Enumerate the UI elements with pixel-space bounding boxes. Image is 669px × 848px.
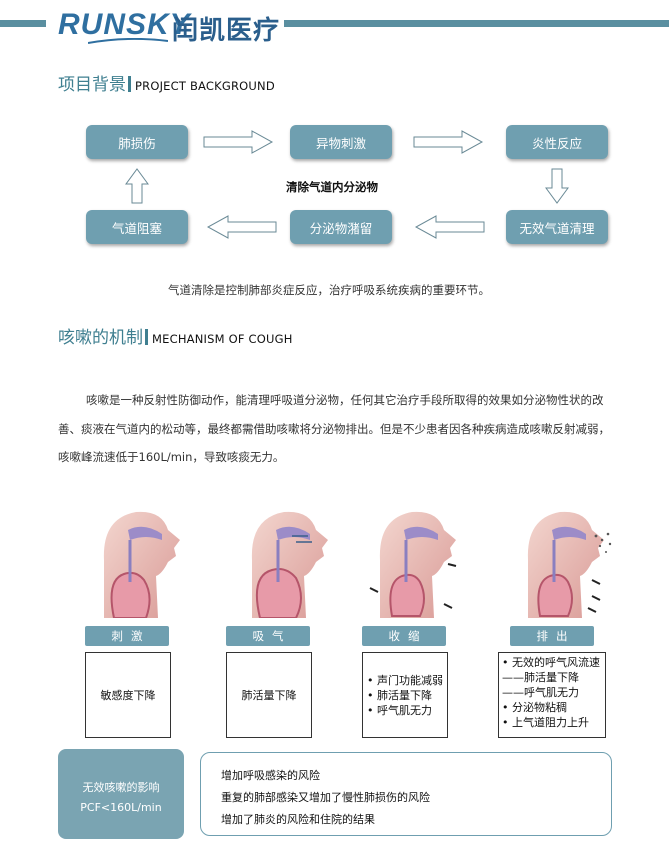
section-title-background: 项目背景 PROJECT BACKGROUND <box>58 70 275 95</box>
flow-center-text: 清除气道内分泌物 <box>286 180 378 194</box>
arrow-down-icon <box>545 168 569 204</box>
stage-item: • 无效的呼气风流速 <box>502 656 600 669</box>
stage-item: • 上气道阻力上升 <box>502 716 589 729</box>
stage-contract-image <box>369 511 457 618</box>
stage-inhale-image <box>251 511 328 618</box>
stage-box-inhale: 肺活量下降 <box>226 652 312 738</box>
flow-box-inflammation: 炎性反应 <box>506 125 608 159</box>
stage-item: ——肺活量下降 <box>502 671 579 684</box>
stage-item: • 肺活量下降 <box>367 688 432 702</box>
logo-swoosh-icon <box>88 38 168 44</box>
section-title-cough: 咳嗽的机制 MECHANISM OF COUGH <box>58 323 293 348</box>
stage-label-stimulus: 刺激 <box>85 626 169 646</box>
section-title-cn: 咳嗽的机制 <box>58 328 143 348</box>
flow-box-lung-injury: 肺损伤 <box>86 125 188 159</box>
stage-expel-image <box>527 511 612 618</box>
impact-item: 增加了肺炎的风险和住院的结果 <box>221 813 375 826</box>
stage-label-inhale: 吸气 <box>226 626 310 646</box>
stage-item: ——呼气肌无力 <box>502 686 579 699</box>
arrow-left-icon <box>414 215 485 239</box>
arrow-right-icon <box>413 130 484 154</box>
stage-label-expel: 排出 <box>510 626 594 646</box>
section-title-en: PROJECT BACKGROUND <box>135 79 275 93</box>
impact-summary-box: 无效咳嗽的影响 PCF<160L/min <box>58 749 184 839</box>
flow-box-airway-obstruction: 气道阻塞 <box>86 210 188 244</box>
impact-list-box: 增加呼吸感染的风险 重复的肺部感染又增加了慢性肺损伤的风险 增加了肺炎的风险和住… <box>200 752 612 836</box>
cough-paragraph: 咳嗽是一种反射性防御动作，能清理呼吸道分泌物，任何其它治疗手段所取得的效果如分泌… <box>58 393 610 464</box>
stage-box-stimulus: 敏感度下降 <box>85 652 171 738</box>
stage-stimulus-image <box>103 511 180 618</box>
flow-box-foreign-stimulus: 异物刺激 <box>290 125 392 159</box>
logo-en: RUNSKY <box>58 8 191 41</box>
header-bar-right <box>284 20 669 27</box>
stage-item: 肺活量下降 <box>241 689 297 702</box>
stage-item: 敏感度下降 <box>100 689 156 702</box>
section-title-en: MECHANISM OF COUGH <box>152 332 293 346</box>
arrow-up-icon <box>125 168 149 204</box>
stage-label-contract: 收缩 <box>362 626 446 646</box>
stage-box-expel: • 无效的呼气风流速 ——肺活量下降 ——呼气肌无力 • 分泌物粘稠 • 上气道… <box>498 652 606 738</box>
flow-box-ineffective-clearance: 无效气道清理 <box>506 210 608 244</box>
stage-item: • 呼气肌无力 <box>367 703 432 717</box>
flow-arrows <box>125 130 569 239</box>
impact-item: 重复的肺部感染又增加了慢性肺损伤的风险 <box>221 791 430 804</box>
flow-box-secretion-retention: 分泌物潴留 <box>290 210 392 244</box>
stage-box-contract: • 声门功能减弱 • 肺活量下降 • 呼气肌无力 <box>362 652 448 738</box>
header-bar-left <box>0 20 46 27</box>
stage-item: • 分泌物粘稠 <box>502 701 567 714</box>
logo-cn: 闰凯医疗 <box>172 16 281 46</box>
impact-title: 无效咳嗽的影响 <box>82 781 160 794</box>
impact-item: 增加呼吸感染的风险 <box>221 769 320 782</box>
stage-item: • 声门功能减弱 <box>367 673 443 687</box>
arrow-right-icon <box>203 130 274 154</box>
impact-pcf: PCF<160L/min <box>80 801 162 814</box>
flow-caption: 气道清除是控制肺部炎症反应，治疗呼吸系统疾病的重要环节。 <box>168 283 490 297</box>
arrow-left-icon <box>206 215 277 239</box>
section-title-cn: 项目背景 <box>58 75 126 95</box>
